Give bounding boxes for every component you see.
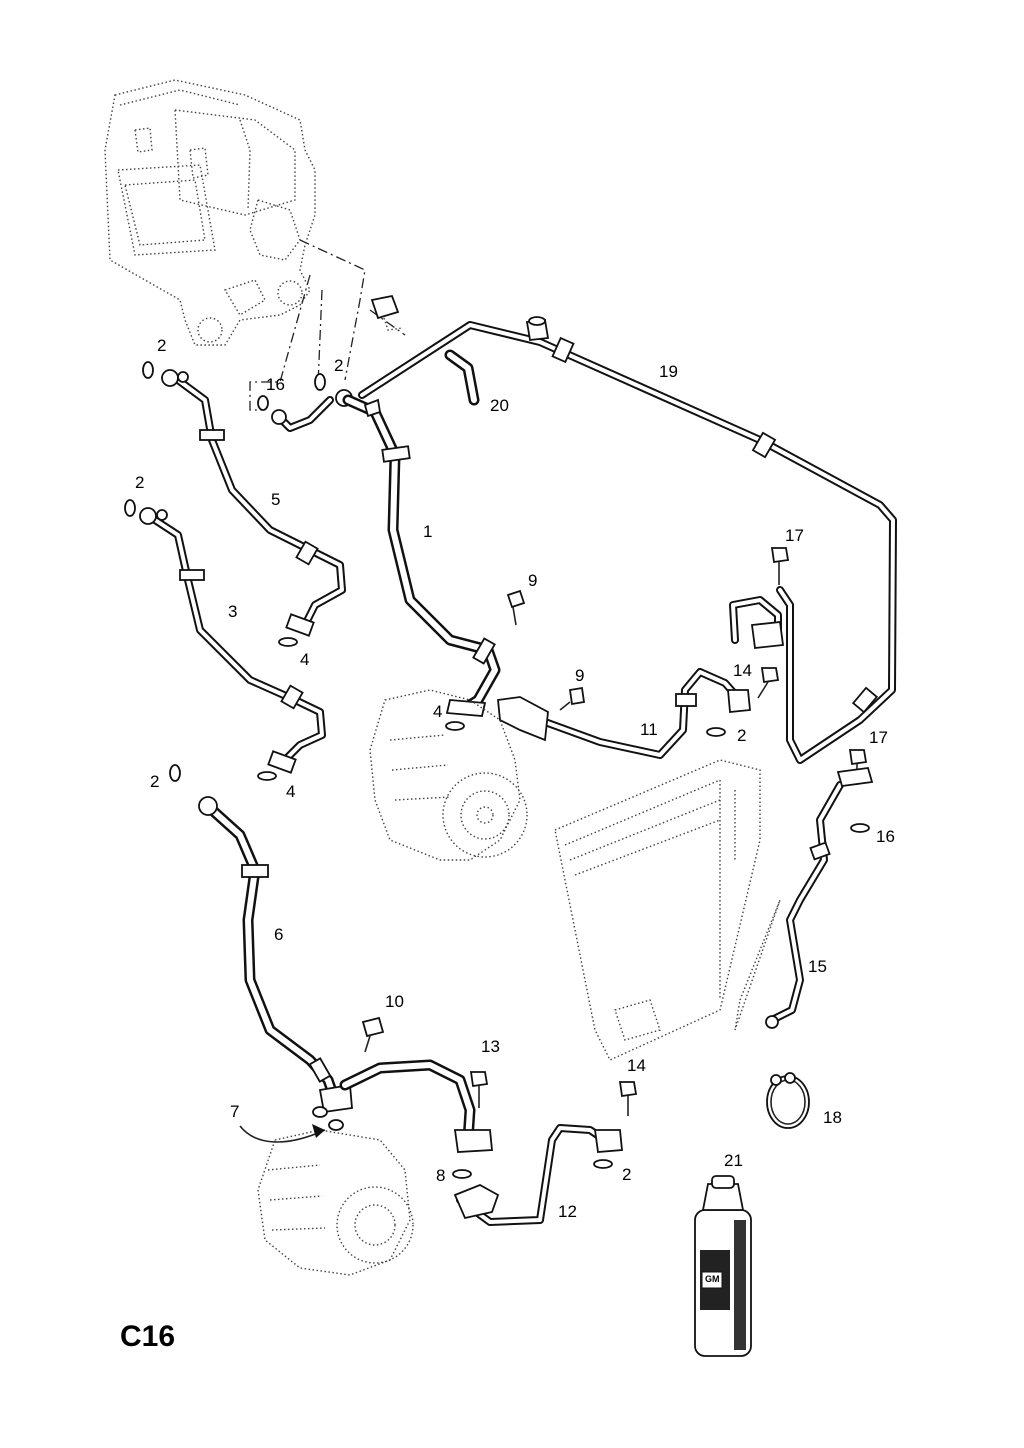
callout-14: 14	[733, 661, 752, 680]
callout-2: 2	[150, 772, 160, 791]
bolts	[361, 547, 868, 1116]
callout-14: 14	[627, 1056, 646, 1075]
callout-2: 2	[157, 336, 167, 355]
callout-1: 1	[423, 522, 433, 541]
callout-2: 2	[334, 356, 344, 375]
pipe-19	[358, 316, 897, 764]
clamp-18	[766, 1072, 810, 1129]
callout-17: 17	[869, 728, 888, 747]
callout-12: 12	[558, 1202, 577, 1221]
pipe-12	[453, 1124, 623, 1226]
pipe-17-bracket	[729, 596, 785, 649]
callout-2: 2	[622, 1165, 632, 1184]
callout-4: 4	[433, 702, 443, 721]
o-rings	[124, 361, 870, 1179]
diagram-code: C16	[120, 1320, 176, 1353]
callout-4: 4	[286, 782, 296, 801]
leader-line	[249, 274, 311, 411]
callout-8: 8	[436, 1166, 446, 1185]
callout-20: 20	[490, 396, 509, 415]
pipe-15	[765, 767, 874, 1029]
leader-line	[299, 239, 366, 381]
refrigerant-can	[694, 1175, 752, 1357]
condenser	[554, 759, 781, 1061]
callout-2: 2	[737, 726, 747, 745]
callout-11: 11	[640, 720, 658, 739]
callout-3: 3	[228, 602, 238, 621]
hose-6	[198, 796, 353, 1114]
callout-4: 4	[300, 650, 310, 669]
callout-21: 21	[724, 1151, 743, 1170]
callout-15: 15	[808, 957, 827, 976]
callout-19: 19	[659, 362, 678, 381]
pipe-3	[139, 507, 326, 774]
callout-9: 9	[575, 666, 585, 685]
callout-5: 5	[271, 490, 281, 509]
callout-10: 10	[385, 992, 404, 1011]
callout-7: 7	[230, 1102, 240, 1121]
can-logo: GM	[705, 1274, 720, 1284]
pipe-5	[161, 369, 346, 637]
callout-16: 16	[876, 827, 895, 846]
callout-2: 2	[135, 473, 145, 492]
callout-18: 18	[823, 1108, 842, 1127]
leader-line	[317, 289, 323, 386]
compressor-lower	[257, 1129, 414, 1276]
callout-6: 6	[274, 925, 284, 944]
valve-fitting	[370, 294, 403, 331]
hose-1	[342, 394, 501, 717]
hose-20	[444, 349, 480, 406]
fitting-top	[271, 389, 353, 432]
hvac-module	[104, 79, 316, 346]
callout-17: 17	[785, 526, 804, 545]
hose-8	[339, 1059, 493, 1153]
pipe-11	[497, 668, 751, 759]
callout-9: 9	[528, 571, 538, 590]
arrow-7	[239, 1106, 344, 1143]
callout-16: 16	[266, 375, 285, 394]
callout-13: 13	[481, 1037, 500, 1056]
compressor-upper	[369, 689, 528, 861]
